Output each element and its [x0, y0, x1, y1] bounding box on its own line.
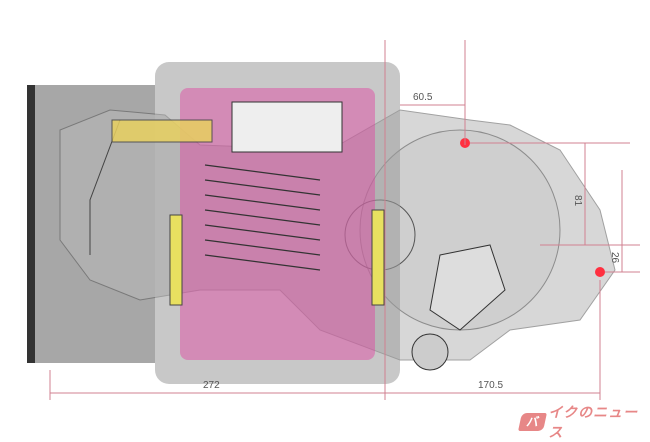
dim-rear-length: 170.5 — [478, 380, 503, 391]
dim-total-length: 272 — [203, 380, 220, 391]
highlight-area — [180, 88, 375, 360]
logo-text: イクのニュース — [548, 404, 639, 440]
carburetor-box — [231, 101, 343, 153]
yellow-mount-right — [371, 209, 385, 306]
yellow-mount-left — [169, 214, 183, 306]
yellow-intake — [111, 119, 213, 143]
rear-bracket — [429, 244, 506, 331]
cylinder-fins — [204, 164, 321, 271]
dim-vertical-upper: 81 — [572, 195, 583, 207]
logo-mark: バ — [518, 413, 548, 431]
pivot-dot-lower — [595, 267, 605, 277]
engine-diagram: 60.5 272 170.5 81 26 — [27, 40, 640, 400]
site-logo: バ イクのニュース — [518, 402, 650, 442]
output-sprocket — [411, 333, 449, 371]
intake-tube — [89, 119, 121, 255]
left-panel-edge — [27, 85, 35, 363]
dim-vertical-lower: 26 — [609, 252, 620, 264]
dim-top-offset: 60.5 — [413, 92, 433, 103]
